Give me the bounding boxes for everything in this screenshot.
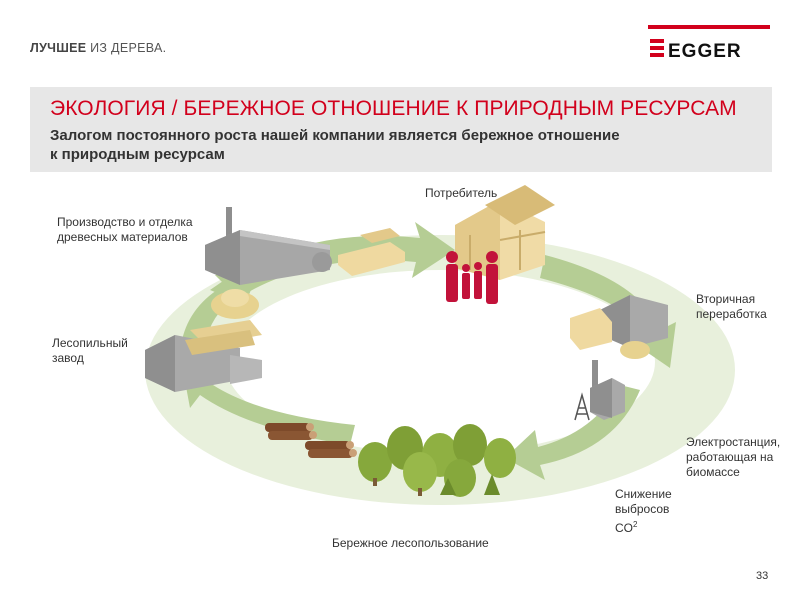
tagline: ЛУЧШЕЕ ИЗ ДЕРЕВА. (30, 41, 166, 55)
label-consumer: Потребитель (425, 186, 497, 201)
label-emissions-line-3: CO2 (615, 517, 672, 536)
label-recycling: Вторичная переработка (696, 292, 767, 322)
label-power-plant-line-1: Электростанция, (686, 435, 780, 450)
subtitle-line-2: к природным ресурсам (50, 145, 750, 164)
label-production-line-1: Производство и отделка (57, 215, 193, 230)
label-sawmill-line-1: Лесопильный (52, 336, 128, 351)
label-emissions: Снижение выбросов CO2 (615, 487, 672, 536)
page-subtitle: Залогом постоянного роста нашей компании… (50, 126, 750, 164)
label-production: Производство и отделка древесных материа… (57, 215, 193, 245)
label-power-plant: Электростанция, работающая на биомассе (686, 435, 780, 480)
label-production-line-2: древесных материалов (57, 230, 193, 245)
egger-logo: EGGER (648, 25, 770, 65)
co-text: CO (615, 521, 633, 535)
page-number: 33 (756, 570, 768, 582)
label-power-plant-line-3: биомассе (686, 465, 780, 480)
subtitle-line-1: Залогом постоянного роста нашей компании… (50, 126, 750, 145)
co2-subscript: 2 (633, 520, 637, 529)
tagline-rest: ИЗ ДЕРЕВА. (86, 41, 166, 55)
page-title: ЭКОЛОГИЯ / БЕРЕЖНОЕ ОТНОШЕНИЕ К ПРИРОДНЫ… (50, 97, 737, 121)
label-emissions-line-1: Снижение (615, 487, 672, 502)
label-forestry: Бережное лесопользование (332, 536, 489, 551)
logo-text: EGGER (668, 41, 742, 62)
label-sawmill: Лесопильный завод (52, 336, 128, 366)
label-recycling-line-1: Вторичная (696, 292, 767, 307)
label-sawmill-line-2: завод (52, 351, 128, 366)
label-power-plant-line-2: работающая на (686, 450, 780, 465)
label-recycling-line-2: переработка (696, 307, 767, 322)
tagline-bold: ЛУЧШЕЕ (30, 41, 86, 55)
label-emissions-line-2: выбросов (615, 502, 672, 517)
